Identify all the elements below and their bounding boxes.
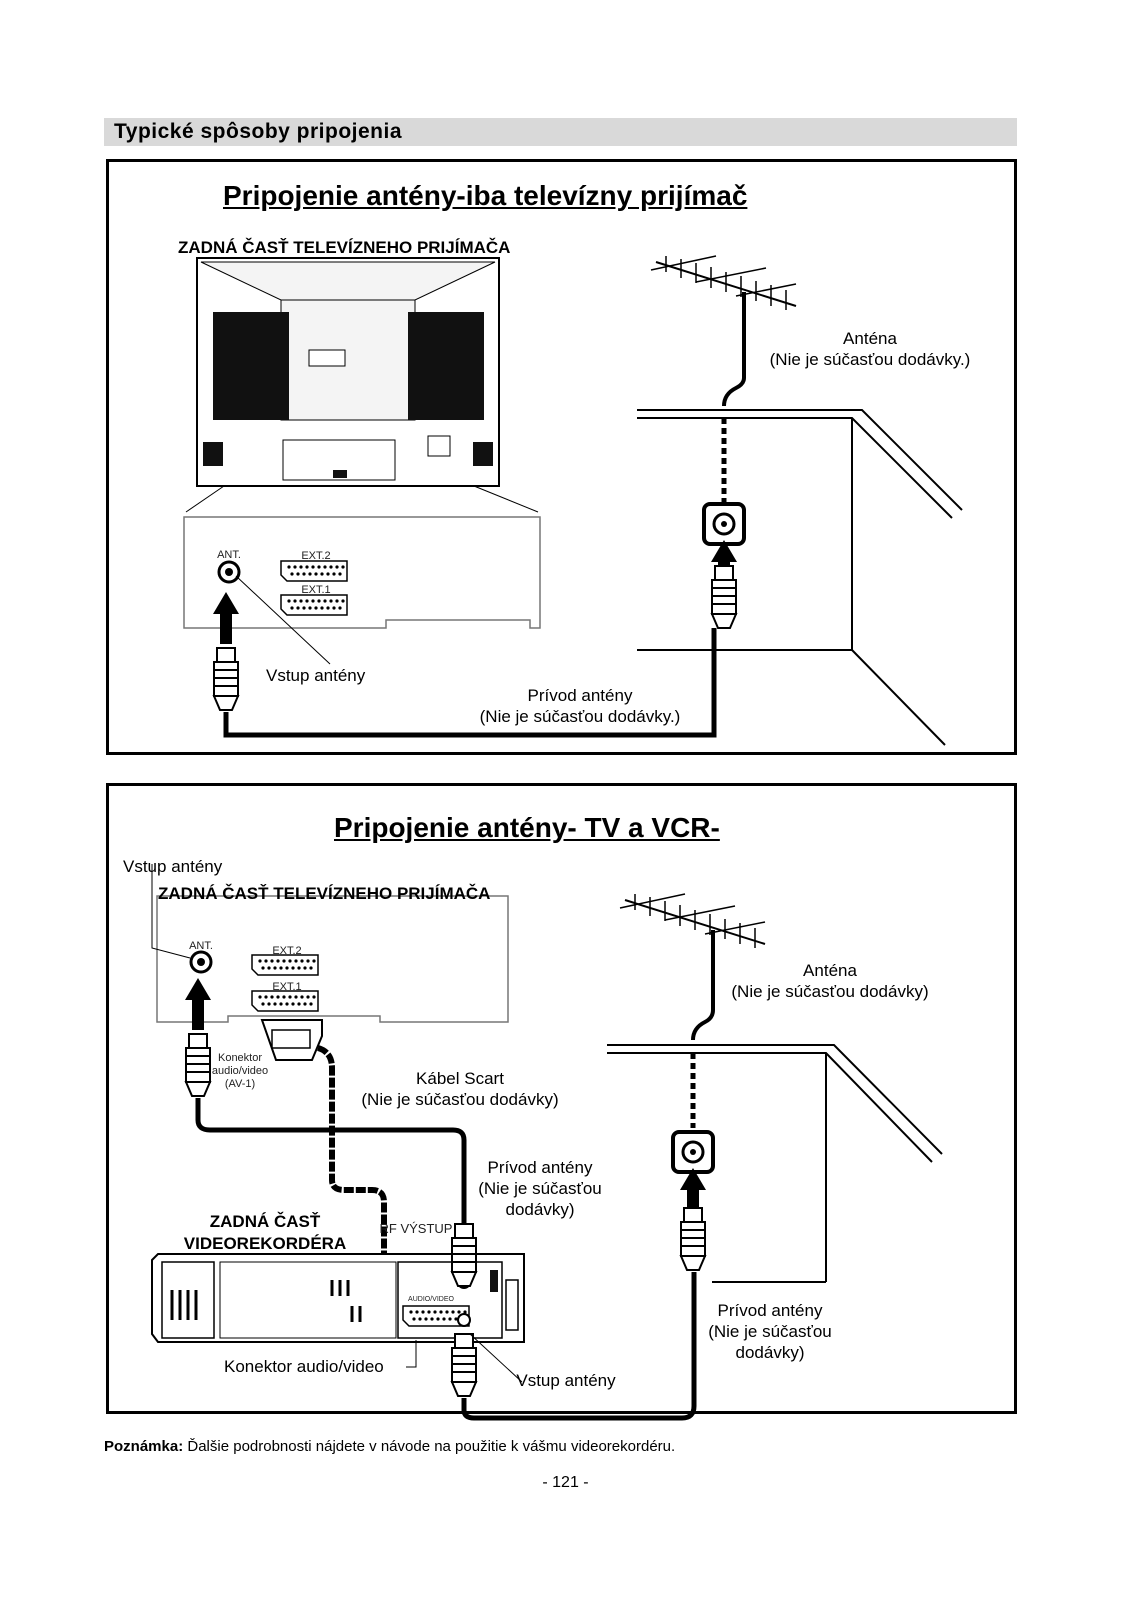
panel2-av-connector-line1: Konektor: [217, 1052, 263, 1064]
panel2-lead-right-line3: dodávky): [735, 1343, 805, 1362]
panel2-audio-video-port: AUDIO/VIDEO: [408, 1296, 454, 1303]
footnote-label: Poznámka:: [104, 1438, 184, 1455]
antenna-plug-icon: [213, 647, 239, 711]
panel2-antenna-note: (Nie je súčasťou dodávky): [731, 982, 929, 1001]
panel2-ant-port-label: ANT.: [189, 940, 213, 952]
tv-connector-panel: [183, 516, 541, 629]
wall-socket-icon: [671, 1130, 715, 1174]
wall-plug-icon: [711, 565, 737, 629]
panel2-lead-middle-line1: Prívod antény: [487, 1158, 593, 1177]
panel2-lead-right-line2: (Nie je súčasťou: [708, 1322, 832, 1341]
panel2-antenna-input-top: Vstup antény: [123, 857, 223, 876]
section-title: Typické spôsoby pripojenia: [114, 120, 403, 143]
antenna-plug-icon: [185, 1033, 211, 1097]
panel2-ext2-label: EXT.2: [272, 945, 302, 957]
panel2-scart-cable-note: (Nie je súčasťou dodávky): [361, 1090, 559, 1109]
panel-antenna-tv-only: [106, 159, 1017, 755]
tv-connector-panel-2: [156, 895, 509, 1023]
panel1-antenna-lead-note: (Nie je súčasťou dodávky.): [479, 707, 681, 726]
panel2-av-connector-line2: audio/video: [211, 1065, 269, 1077]
panel2-lead-middle-line3: dodávky): [505, 1200, 575, 1219]
panel1-antenna-lead-label: Prívod antény: [527, 686, 633, 705]
panel1-title: Pripojenie antény-iba televízny prijímač: [223, 180, 748, 211]
footnote-text: Ďalšie podrobnosti nájdete v návode na p…: [183, 1438, 676, 1455]
panel2-vcr-rear-line1: ZADNÁ ČASŤ: [209, 1212, 321, 1231]
panel1-tv-rear-heading: ZADNÁ ČASŤ TELEVÍZNEHO PRIJÍMAČA: [178, 238, 511, 257]
panel2-title: Pripojenie antény- TV a VCR-: [334, 812, 720, 843]
panel2-vcr-av-connector-label: Konektor audio/video: [224, 1357, 384, 1376]
footnote: Poznámka: Ďalšie podrobnosti nájdete v n…: [104, 1438, 675, 1455]
tv-rear-view: [196, 257, 500, 487]
panel2-vcr-antenna-input-label: Vstup antény: [516, 1371, 616, 1390]
panel-antenna-tv-vcr: [106, 783, 1017, 1414]
panel2-scart-cable-label: Kábel Scart: [416, 1069, 504, 1088]
panel2-vcr-rear-line2: VIDEOREKORDÉRA: [183, 1234, 347, 1253]
room-wall: [637, 409, 963, 746]
panel2-ext1-label: EXT.1: [272, 981, 302, 993]
vcr-rear-view: [151, 1253, 525, 1343]
panel1-ext1-label: EXT.1: [301, 584, 331, 596]
panel2-lead-right-line1: Prívod antény: [717, 1301, 823, 1320]
panel2-rf-output-label: RF VÝSTUP: [379, 1221, 453, 1236]
vcr-antenna-plug-icon: [451, 1333, 477, 1397]
panel1-antenna-label: Anténa: [843, 329, 897, 348]
panel2-lead-middle-line2: (Nie je súčasťou: [478, 1179, 602, 1198]
room-wall-2: [607, 1044, 943, 1283]
section-header: Typické spôsoby pripojenia: [104, 118, 1017, 146]
panel2-tv-rear-heading: ZADNÁ ČASŤ TELEVÍZNEHO PRIJÍMAČA: [158, 884, 491, 903]
panel2-av-connector-line3: (AV-1): [224, 1078, 256, 1090]
scart-plug: [260, 1019, 323, 1061]
wall-plug-icon: [680, 1207, 706, 1271]
panel1-ext2-label: EXT.2: [301, 550, 331, 562]
panel2-antenna-label: Anténa: [803, 961, 857, 980]
page-number: - 121 -: [542, 1474, 589, 1491]
rf-output-plug-icon: [451, 1223, 477, 1287]
wall-socket-icon: [702, 502, 746, 546]
panel1-antenna-input-label: Vstup antény: [266, 666, 366, 685]
panel1-antenna-note: (Nie je súčasťou dodávky.): [769, 350, 971, 369]
panel1-ant-port-label: ANT.: [217, 549, 241, 561]
